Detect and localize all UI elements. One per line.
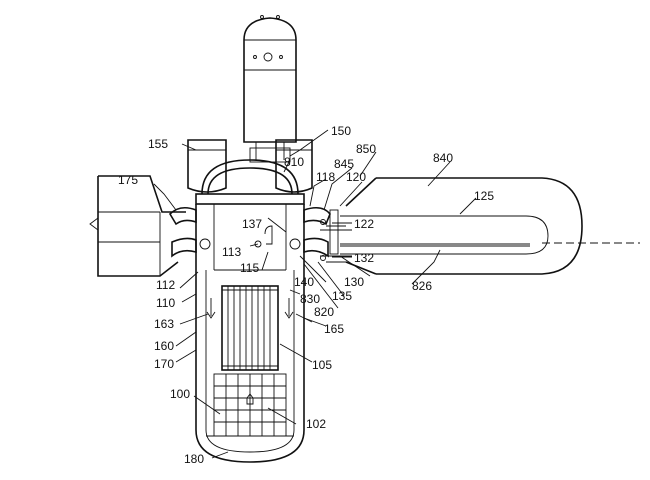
- label-112: 112: [156, 278, 175, 292]
- right-nozzles: [320, 219, 352, 261]
- label-845: 845: [334, 157, 354, 171]
- label-110: 110: [156, 296, 175, 310]
- label-820: 820: [314, 305, 334, 319]
- left-horizontal-section: [89, 175, 186, 277]
- steam-generator-vessel: [340, 177, 640, 275]
- label-102: 102: [306, 417, 326, 431]
- label-163: 163: [154, 317, 174, 331]
- leader-lines: [153, 129, 477, 459]
- label-165: 165: [324, 322, 344, 336]
- label-826: 826: [412, 279, 432, 293]
- label-840: 840: [433, 151, 453, 165]
- label-132: 132: [354, 251, 374, 265]
- reference-labels: 155 150 810 845 850 840 175 118 120 125 …: [118, 124, 494, 466]
- label-122: 122: [354, 217, 374, 231]
- label-118: 118: [316, 170, 335, 184]
- label-100: 100: [170, 387, 190, 401]
- label-130: 130: [344, 275, 364, 289]
- label-180: 180: [184, 452, 204, 466]
- label-150: 150: [331, 124, 351, 138]
- label-160: 160: [154, 339, 174, 353]
- left-upper-block: [187, 139, 227, 193]
- label-135: 135: [332, 289, 352, 303]
- label-125: 125: [474, 189, 494, 203]
- label-137: 137: [242, 217, 262, 231]
- label-830: 830: [300, 292, 320, 306]
- label-810: 810: [284, 155, 304, 169]
- label-120: 120: [346, 170, 366, 184]
- label-140: 140: [294, 275, 314, 289]
- core-region: [221, 285, 279, 371]
- label-115: 115: [240, 261, 259, 275]
- label-105: 105: [312, 358, 332, 372]
- label-170: 170: [154, 357, 174, 371]
- label-850: 850: [356, 142, 376, 156]
- label-113: 113: [222, 245, 241, 259]
- flow-arrows: [206, 298, 294, 319]
- label-175: 175: [118, 173, 138, 187]
- right-upper-block: [275, 139, 313, 193]
- flange-right: [289, 206, 346, 263]
- label-155: 155: [148, 137, 168, 151]
- flange-left: [168, 206, 211, 258]
- lower-grid: [213, 373, 287, 437]
